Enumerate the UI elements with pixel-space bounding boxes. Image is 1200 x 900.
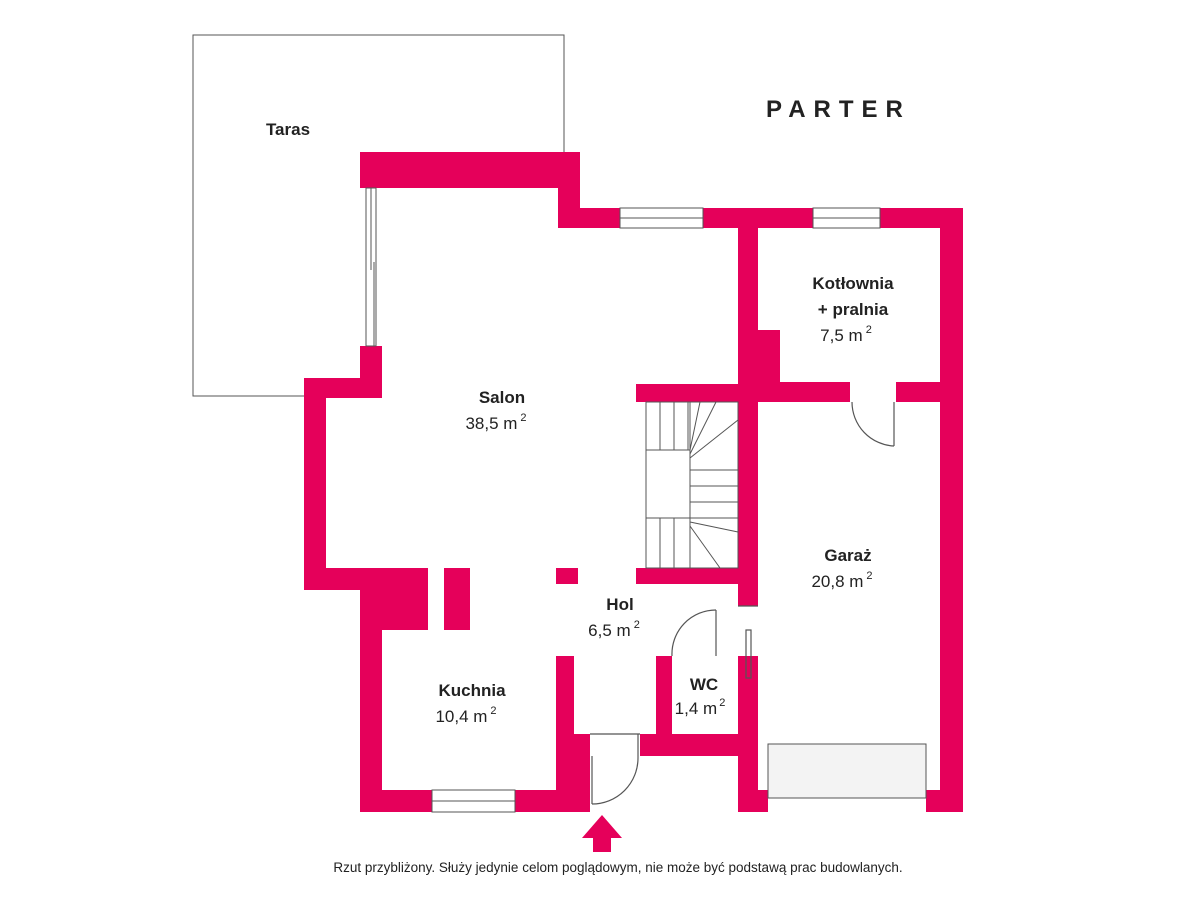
- room-name-garaz: Garaż: [824, 546, 871, 565]
- stair-step: [689, 521, 739, 533]
- room-name-taras: Taras: [266, 120, 310, 139]
- room-name-kotlownia-line2: + pralnia: [818, 300, 889, 319]
- room-name-hol: Hol: [606, 595, 633, 614]
- door-leaf: [745, 629, 752, 679]
- wall: [896, 382, 963, 402]
- disclaimer-note: Rzut przybliżony. Służy jedynie celom po…: [333, 860, 903, 875]
- stairs: [645, 401, 739, 569]
- room-name-kuchnia: Kuchnia: [438, 681, 506, 700]
- wall: [304, 378, 326, 590]
- wall: [360, 568, 382, 812]
- door-swing: [851, 401, 895, 447]
- wall: [558, 208, 620, 228]
- wall: [636, 568, 758, 584]
- wall: [656, 656, 672, 756]
- stair-step: [689, 525, 721, 569]
- wall: [940, 208, 963, 812]
- wall: [360, 790, 432, 812]
- door-swing: [591, 757, 639, 805]
- terrace-outline: [192, 34, 565, 397]
- wall: [360, 152, 580, 188]
- wall: [738, 790, 768, 812]
- wall: [574, 734, 590, 812]
- stair-step: [689, 401, 701, 451]
- wall: [640, 734, 758, 756]
- plan-title: PARTER: [766, 96, 911, 123]
- room-name-kotlownia-line1: Kotłownia: [812, 274, 894, 293]
- room-name-salon: Salon: [479, 388, 525, 407]
- wall: [926, 790, 963, 812]
- wall: [738, 208, 758, 606]
- room-name-wc: WC: [690, 675, 718, 694]
- stair-step: [689, 401, 717, 455]
- pillar: [556, 568, 578, 584]
- walls: [304, 152, 963, 812]
- stair-step: [689, 419, 739, 459]
- wall: [556, 656, 574, 812]
- doors: [590, 401, 895, 805]
- wall: [758, 382, 850, 402]
- stairs-outline: [645, 401, 739, 569]
- wall: [444, 568, 470, 630]
- door-swing: [671, 609, 717, 657]
- windows: [365, 187, 927, 813]
- wall: [360, 152, 382, 188]
- entrance-arrow-icon: [582, 815, 622, 852]
- garage-gate: [767, 743, 927, 799]
- wall: [636, 384, 758, 402]
- wall: [738, 656, 758, 756]
